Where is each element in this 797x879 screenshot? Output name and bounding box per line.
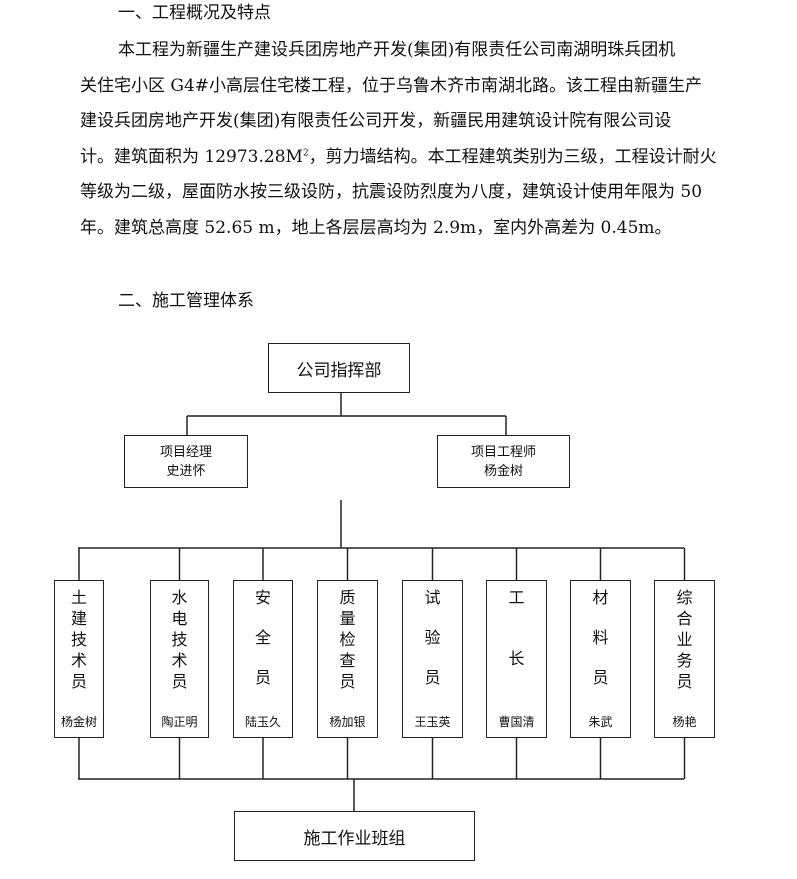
role-title-char: 试	[424, 588, 441, 607]
area-superscript: 2	[302, 147, 309, 158]
role-title-char: 查	[339, 651, 356, 670]
paragraph-line: 关住宅小区 G4#小高层住宅楼工程，位于乌鲁木齐市南湖北路。该工程由新疆生产	[80, 75, 703, 96]
overview-paragraph: 本工程为新疆生产建设兵团房地产开发(集团)有限责任公司南湖明珠兵团机 关住宅小区…	[80, 33, 744, 246]
role-title-char: 建	[70, 609, 87, 628]
role-box: 综合业务员杨艳	[654, 580, 715, 738]
role-person-name: 陶正明	[161, 715, 198, 729]
role-title: 材料员	[571, 587, 630, 707]
project-manager-name: 史进怀	[166, 463, 206, 479]
project-engineer-title: 项目工程师	[470, 444, 536, 460]
role-person-name: 朱武	[588, 715, 613, 729]
role-box: 质量检查员杨加银	[317, 580, 378, 738]
role-title-char: 术	[171, 651, 188, 670]
role-title-char: 术	[70, 651, 87, 670]
role-title-char: 安	[254, 588, 271, 607]
role-title-char: 员	[339, 672, 356, 691]
area-text: 计。建筑面积为 12973.28M	[80, 146, 303, 167]
role-title-char: 员	[254, 668, 271, 687]
role-box: 工长曹国清	[486, 580, 547, 738]
role-title: 试验员	[403, 587, 462, 707]
company-command-box: 公司指挥部	[268, 343, 410, 393]
role-title: 质量检查员	[318, 587, 377, 692]
role-box: 材料员朱武	[570, 580, 631, 738]
role-title-char: 料	[592, 628, 609, 647]
paragraph-line: 本工程为新疆生产建设兵团房地产开发(集团)有限责任公司南湖明珠兵团机	[118, 40, 676, 60]
role-title-char: 检	[339, 630, 356, 649]
role-person-name: 王玉英	[414, 715, 451, 729]
role-title: 土建技术员	[55, 587, 103, 692]
role-box: 水电技术员陶正明	[150, 580, 209, 738]
role-person-name: 曹国清	[498, 715, 535, 729]
project-engineer-name: 杨金树	[483, 463, 523, 479]
role-box: 试验员王玉英	[402, 580, 463, 738]
role-title-char: 员	[70, 672, 87, 691]
role-title: 水电技术员	[151, 587, 208, 692]
role-title-char: 技	[70, 630, 87, 649]
role-title-char: 合	[676, 609, 693, 628]
role-title-char: 员	[424, 668, 441, 687]
role-title-char: 长	[508, 649, 525, 668]
role-title-char: 技	[171, 630, 188, 649]
role-title-char: 验	[424, 628, 441, 647]
role-title-char: 员	[171, 672, 188, 691]
role-title-char: 水	[171, 588, 188, 607]
role-title-char: 土	[70, 588, 87, 607]
role-title-char: 量	[339, 609, 356, 628]
role-person-name: 杨加银	[329, 715, 366, 729]
section-heading-overview: 一、工程概况及特点	[118, 3, 271, 23]
area-text-continued: ，剪力墙结构。本工程建筑类别为三级，工程设计耐火	[308, 146, 717, 167]
role-title: 工长	[487, 587, 546, 709]
role-title-char: 电	[171, 609, 188, 628]
project-manager-title: 项目经理	[159, 444, 212, 460]
role-title-char: 质	[339, 588, 356, 607]
role-title-char: 务	[676, 651, 693, 670]
role-title-char: 材	[592, 588, 609, 607]
role-title: 安全员	[234, 587, 292, 707]
paragraph-line: 计。建筑面积为 12973.28M2，剪力墙结构。本工程建筑类别为三级，工程设计…	[80, 140, 744, 176]
role-title-char: 全	[254, 628, 271, 647]
paragraph-line: 年。建筑总高度 52.65 m，地上各层层高均为 2.9m，室内外高差为 0.4…	[80, 217, 672, 238]
role-title-char: 员	[676, 672, 693, 691]
role-title-char: 工	[508, 588, 525, 607]
work-team-box: 施工作业班组	[234, 811, 475, 861]
role-title: 综合业务员	[655, 587, 714, 692]
project-manager-box: 项目经理 史进怀	[124, 435, 248, 488]
section-heading-management: 二、施工管理体系	[118, 291, 254, 311]
role-person-name: 杨艳	[672, 715, 697, 729]
role-box: 土建技术员杨金树	[54, 580, 104, 738]
paragraph-line: 等级为二级，屋面防水按三级设防，抗震设防烈度为八度，建筑设计使用年限为 50	[80, 182, 703, 202]
role-title-char: 员	[592, 668, 609, 687]
role-title-char: 业	[676, 630, 693, 649]
role-person-name: 陆玉久	[244, 715, 281, 729]
role-title-char: 综	[676, 588, 693, 607]
role-person-name: 杨金树	[60, 715, 97, 729]
project-engineer-box: 项目工程师 杨金树	[437, 435, 570, 488]
role-box: 安全员陆玉久	[233, 580, 293, 738]
paragraph-line: 建设兵团房地产开发(集团)有限责任公司开发，新疆民用建筑设计院有限公司设	[80, 111, 672, 131]
